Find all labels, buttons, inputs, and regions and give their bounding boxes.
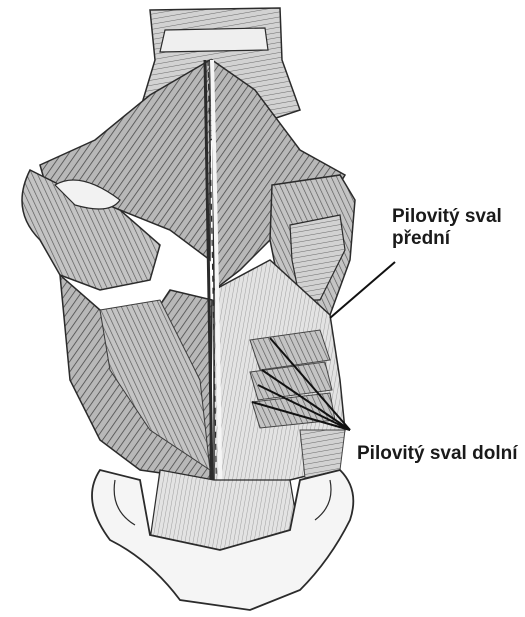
latissimus-left [60, 275, 212, 480]
label-serratus-anterior: Pilovitý sval přední [392, 206, 502, 250]
label-serratus-anterior-line2: přední [392, 228, 502, 250]
label-serratus-anterior-line1: Pilovitý sval [392, 206, 502, 228]
label-serratus-posterior-inferior: Pilovitý sval dolní [357, 443, 518, 465]
